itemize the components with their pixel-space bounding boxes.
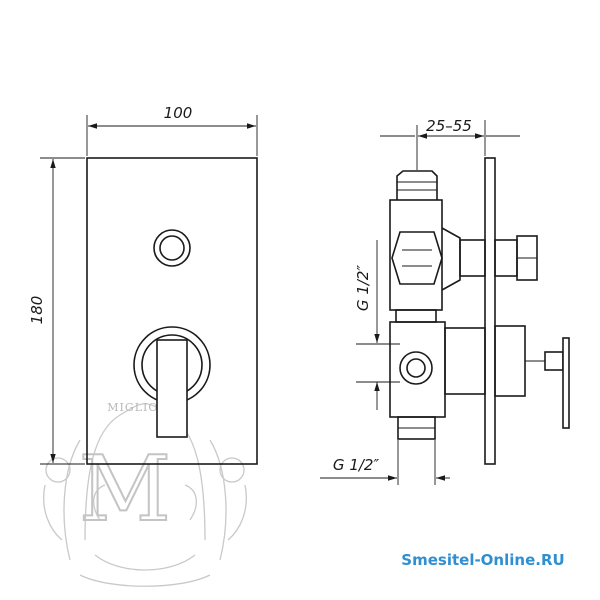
handle-sleeve [494,325,526,397]
website-label: Smesitel-Online.RU [401,551,564,569]
thread-dimension-lower: G 1/2″ [320,440,450,485]
width-dimension: 100 [86,104,258,156]
watermark-monogram: M [79,437,171,542]
migliore-watermark: MIGLIORE M [43,401,247,587]
thread-dimension-upper: G 1/2″ [354,240,400,410]
thread-upper-label: G 1/2″ [354,265,372,312]
front-view [86,157,258,465]
side-outlet-outer [399,351,433,385]
height-dimension: 180 [28,157,85,465]
side-view [389,157,570,465]
wall-plate [484,157,496,465]
upper-body [389,199,443,311]
height-label: 180 [28,296,46,325]
side-lever [562,337,570,429]
depth-dimension: 25–55 [380,117,520,170]
cover-plate [86,157,258,465]
depth-label: 25–55 [426,117,472,135]
lever-handle [156,339,188,438]
side-outlet-inner [406,358,426,378]
thread-lower-label: G 1/2″ [333,456,380,474]
diverter-button-inner [159,235,185,261]
width-label: 100 [164,104,193,122]
hex-nut [391,231,443,285]
lower-body [389,321,446,418]
diverter-button-outer [153,229,191,267]
mixer-cartridge [444,327,486,395]
